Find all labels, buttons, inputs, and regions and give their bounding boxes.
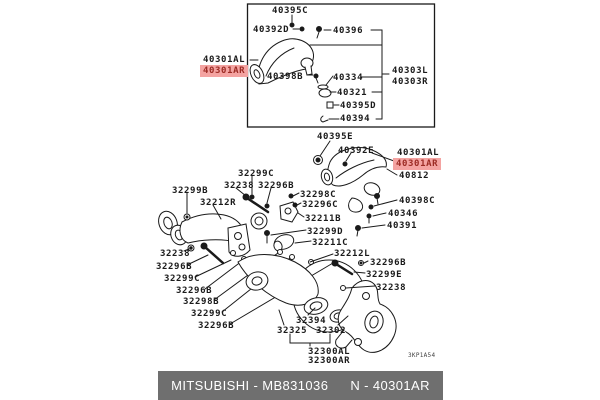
part-label[interactable]: 40392D [253, 25, 290, 35]
part-label[interactable]: 32296B [198, 321, 235, 331]
part-label[interactable]: 40398C [399, 196, 436, 206]
part-label[interactable]: 40346 [388, 209, 419, 219]
upper-control-arm-drawing [249, 38, 314, 85]
upper-arm-right-drawing [313, 140, 398, 237]
top-inset-box [246, 3, 436, 128]
part-label[interactable]: 32302 [316, 326, 347, 336]
part-label[interactable]: 32238 [376, 283, 407, 293]
footer-selected-part: N - 40301AR [350, 378, 430, 393]
part-label[interactable]: 32299E [366, 270, 403, 280]
part-label-highlighted[interactable]: 40301AR [200, 65, 249, 77]
top-box-leader-lines [249, 14, 390, 120]
part-label[interactable]: 40395D [340, 101, 377, 111]
part-label[interactable]: 32296B [258, 181, 295, 191]
part-label[interactable]: 32300AL [308, 347, 351, 357]
part-label[interactable]: 32296C [302, 200, 339, 210]
part-label[interactable]: 40396 [333, 26, 364, 36]
part-label[interactable]: 32212R [200, 198, 237, 208]
footer-brand-part: MITSUBISHI - MB831036 [171, 378, 329, 393]
lower-arm-leader-lines [278, 253, 376, 347]
part-label[interactable]: 40301AL [397, 148, 440, 158]
part-label[interactable]: 40395C [272, 6, 309, 16]
top-box-hardware [289, 22, 334, 123]
part-label[interactable]: 32325 [277, 326, 308, 336]
part-label[interactable]: 40301AL [203, 55, 246, 65]
part-label[interactable]: 32238 [224, 181, 255, 191]
part-label[interactable]: 40303L [392, 66, 429, 76]
part-label[interactable]: 40334 [333, 73, 364, 83]
part-label[interactable]: 32299C [164, 274, 201, 284]
part-label[interactable]: 32394 [296, 316, 327, 326]
part-label[interactable]: 32299D [307, 227, 344, 237]
lower-arm-knuckle-drawing [237, 253, 397, 353]
trailing-arm-right-drawing [158, 175, 334, 325]
part-label[interactable]: 32211C [312, 238, 349, 248]
part-label-highlighted[interactable]: 40301AR [393, 158, 442, 170]
part-label[interactable]: 40392E [338, 146, 375, 156]
part-label[interactable]: 40395E [317, 132, 354, 142]
part-label[interactable]: 40394 [340, 114, 371, 124]
part-label[interactable]: 32298C [300, 190, 337, 200]
part-label[interactable]: 32296B [370, 258, 407, 268]
part-label[interactable]: 40812 [399, 171, 430, 181]
part-label[interactable]: 40398B [267, 72, 304, 82]
part-label[interactable]: 32299B [172, 186, 209, 196]
part-label[interactable]: 32296B [176, 286, 213, 296]
part-label[interactable]: 32299C [238, 169, 275, 179]
plate-code: 3KP1A54 [408, 352, 436, 359]
part-label[interactable]: 40391 [387, 221, 418, 231]
part-label[interactable]: 32296B [156, 262, 193, 272]
part-label[interactable]: 32238 [160, 249, 191, 259]
part-label[interactable]: 32212L [334, 249, 371, 259]
footer-bar: MITSUBISHI - MB831036 N - 40301AR [158, 371, 443, 400]
upper-arm-right-leader-lines [319, 140, 398, 229]
part-label[interactable]: 40321 [337, 88, 368, 98]
part-label[interactable]: 40303R [392, 77, 429, 87]
part-label[interactable]: 32300AR [308, 356, 351, 366]
part-label[interactable]: 32298B [183, 297, 220, 307]
part-label[interactable]: 32211B [305, 214, 342, 224]
part-label[interactable]: 32299C [191, 309, 228, 319]
